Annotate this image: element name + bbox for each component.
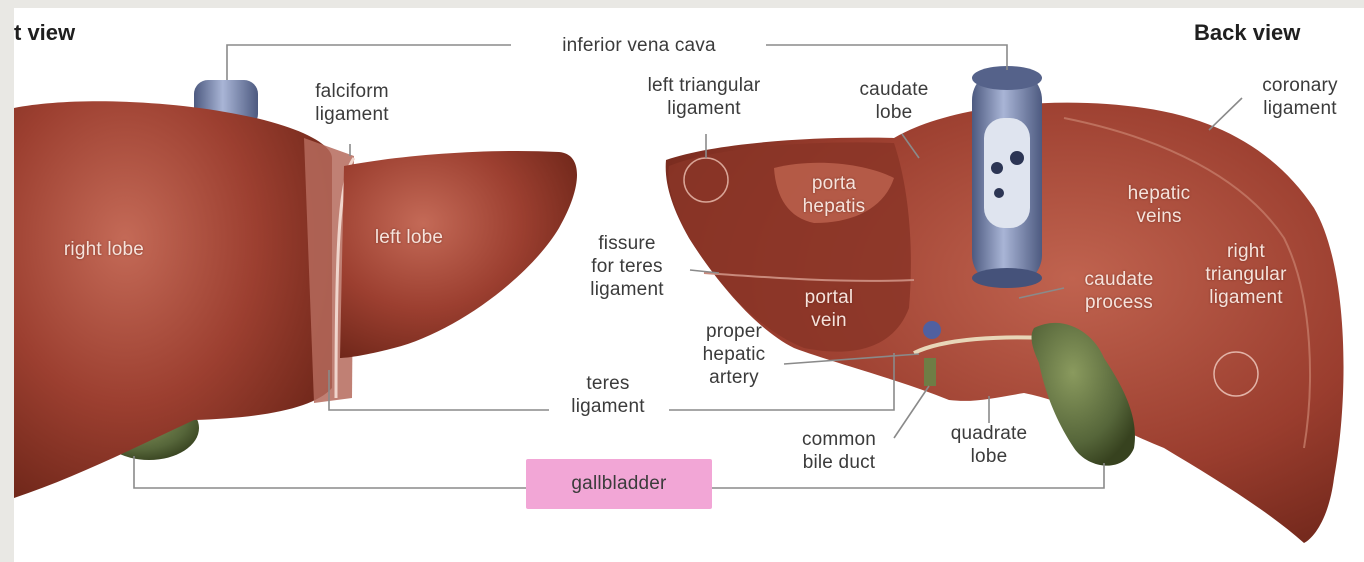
label-hepatic-veins-line2: veins bbox=[1104, 205, 1214, 228]
label-caudate-lobe-line1: caudate bbox=[834, 78, 954, 101]
label-caudate-process-line1: caudate bbox=[1059, 268, 1179, 291]
label-right-triangular-line2: triangular bbox=[1186, 263, 1306, 286]
label-fissure-line1: fissure bbox=[567, 232, 687, 255]
label-caudate-lobe: caudate lobe bbox=[834, 78, 954, 124]
label-portal-vein: portal vein bbox=[774, 286, 884, 332]
label-fissure-teres: fissure for teres ligament bbox=[567, 232, 687, 301]
label-common-bile-duct: common bile duct bbox=[774, 428, 904, 474]
label-hepatic-veins: hepatic veins bbox=[1104, 182, 1214, 228]
label-portal-vein-line1: portal bbox=[774, 286, 884, 309]
label-hepatic-artery-line2: hepatic bbox=[679, 343, 789, 366]
label-proper-hepatic-artery: proper hepatic artery bbox=[679, 320, 789, 389]
label-caudate-process-line2: process bbox=[1059, 291, 1179, 314]
label-right-triangular-line1: right bbox=[1186, 240, 1306, 263]
label-bile-duct-line2: bile duct bbox=[774, 451, 904, 474]
label-quadrate-line2: lobe bbox=[929, 445, 1049, 468]
label-bile-duct-line1: common bbox=[774, 428, 904, 451]
back-view-title: Back view bbox=[1194, 20, 1300, 46]
label-right-triangular-ligament: right triangular ligament bbox=[1186, 240, 1306, 309]
label-hepatic-artery-line1: proper bbox=[679, 320, 789, 343]
label-gallbladder: gallbladder bbox=[526, 472, 712, 495]
label-caudate-lobe-line2: lobe bbox=[834, 101, 954, 124]
ivc-bracket-right bbox=[766, 45, 1007, 70]
label-teres-line1: teres bbox=[548, 372, 668, 395]
label-portal-vein-line2: vein bbox=[774, 309, 884, 332]
label-teres-ligament: teres ligament bbox=[548, 372, 668, 418]
label-porta-hepatis-line2: hepatis bbox=[774, 195, 894, 218]
label-hepatic-veins-line1: hepatic bbox=[1104, 182, 1214, 205]
portal-vein-dot bbox=[923, 321, 941, 339]
bile-duct bbox=[924, 358, 936, 386]
label-left-triangular-line2: ligament bbox=[604, 97, 804, 120]
front-view-liver bbox=[14, 80, 577, 498]
label-right-triangular-line3: ligament bbox=[1186, 286, 1306, 309]
label-left-triangular-ligament: left triangular ligament bbox=[604, 74, 804, 120]
label-coronary-ligament: coronary ligament bbox=[1236, 74, 1364, 120]
label-hepatic-artery-line3: artery bbox=[679, 366, 789, 389]
label-quadrate-lobe: quadrate lobe bbox=[929, 422, 1049, 468]
teres-bracket bbox=[329, 370, 549, 410]
ivc-bracket bbox=[227, 45, 511, 80]
label-falciform-ligament: falciform ligament bbox=[292, 80, 412, 126]
front-left-lobe bbox=[340, 151, 577, 358]
front-view-title: t view bbox=[14, 20, 75, 46]
gallbladder-bracket bbox=[134, 456, 526, 488]
label-fissure-line3: ligament bbox=[567, 278, 687, 301]
back-vena-cava-bottom bbox=[972, 268, 1042, 288]
label-left-triangular-line1: left triangular bbox=[604, 74, 804, 97]
label-left-lobe: left lobe bbox=[344, 226, 474, 249]
label-falciform-line1: falciform bbox=[292, 80, 412, 103]
label-quadrate-line1: quadrate bbox=[929, 422, 1049, 445]
label-caudate-process: caudate process bbox=[1059, 268, 1179, 314]
label-falciform-line2: ligament bbox=[292, 103, 412, 126]
label-coronary-line2: ligament bbox=[1236, 97, 1364, 120]
label-porta-hepatis-line1: porta bbox=[774, 172, 894, 195]
diagram-stage: t view Back view inferior vena cava falc… bbox=[14, 8, 1364, 562]
label-right-lobe: right lobe bbox=[24, 238, 184, 261]
back-vena-cava-opening bbox=[984, 118, 1030, 228]
label-coronary-line1: coronary bbox=[1236, 74, 1364, 97]
hepatic-vein-opening-1 bbox=[991, 162, 1003, 174]
label-fissure-line2: for teres bbox=[567, 255, 687, 278]
hepatic-vein-opening-3 bbox=[994, 188, 1004, 198]
label-porta-hepatis: porta hepatis bbox=[774, 172, 894, 218]
label-inferior-vena-cava: inferior vena cava bbox=[514, 34, 764, 57]
hepatic-vein-opening-2 bbox=[1010, 151, 1024, 165]
label-teres-line2: ligament bbox=[548, 395, 668, 418]
